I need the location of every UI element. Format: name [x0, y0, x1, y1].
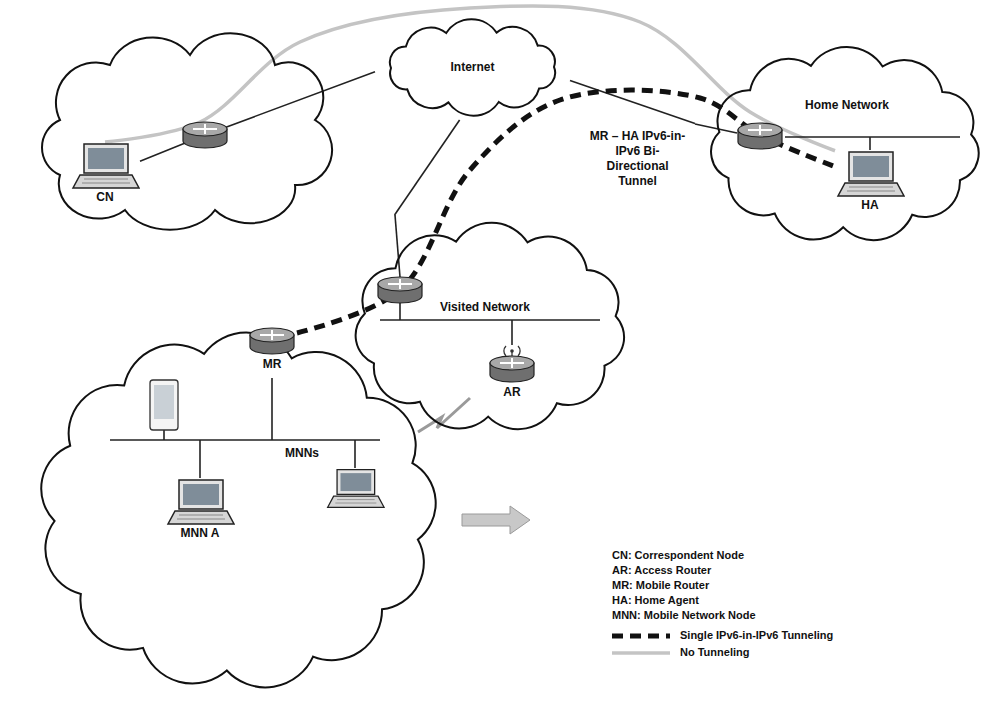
node-label: Home Network: [805, 98, 889, 113]
wire: [869, 137, 871, 150]
legend-sample: [612, 648, 672, 658]
router-icon: [487, 345, 537, 385]
legend-text: CN: Correspondent Node: [612, 548, 744, 563]
lan-bus: [110, 439, 380, 441]
lan-bus: [785, 136, 960, 138]
laptop-icon: [165, 478, 235, 526]
node-label: HA: [835, 198, 905, 213]
router-icon: [378, 277, 422, 303]
legend-row: MNN: Mobile Network Node: [612, 606, 756, 624]
router-node: AR: [487, 345, 537, 400]
edge-label: MR – HA IPv6-in-IPv6 Bi-Directional Tunn…: [585, 128, 690, 190]
laptop-icon: [73, 144, 139, 188]
cloud-outline: [695, 40, 995, 250]
edge-label-box: MR – HA IPv6-in-IPv6 Bi-Directional Tunn…: [585, 128, 690, 190]
wire: [399, 303, 401, 320]
wire: [199, 440, 201, 478]
node-label: Internet: [450, 60, 494, 75]
movement-arrow: [462, 506, 530, 534]
wireless-bolt: [418, 398, 470, 432]
tablet-screen: [154, 385, 174, 419]
network-cloud: [42, 33, 332, 229]
wire: [354, 440, 356, 468]
legend-sample: [612, 631, 672, 641]
legend-row: AR: Access Router: [612, 561, 711, 579]
legend-text: HA: Home Agent: [612, 593, 699, 608]
cloud-outline: [390, 19, 555, 115]
tablet-device: [150, 380, 178, 430]
legend-text: Single IPv6-in-IPv6 Tunneling: [680, 628, 833, 643]
antenna-symbol: [510, 349, 514, 353]
laptop-icon: [70, 142, 140, 190]
cloud-outline: [711, 47, 979, 240]
link-line: [395, 120, 460, 215]
network-cloud: Visited NetworkAR: [340, 215, 640, 440]
node-label: MNN A: [165, 526, 235, 541]
laptop-icon: [835, 150, 905, 198]
router-icon: [183, 122, 227, 148]
legend-text: MNN: Mobile Network Node: [612, 608, 756, 623]
link-line: [105, 6, 835, 151]
legend-sample: [612, 633, 670, 638]
legend-row: CN: Correspondent Node: [612, 546, 744, 564]
node-label: MR: [247, 357, 297, 372]
network-cloud: Home NetworkHA: [695, 40, 995, 250]
node-label: CN: [70, 190, 140, 205]
legend-row: MR: Mobile Router: [612, 576, 709, 594]
node-label: MNNs: [285, 446, 319, 461]
tunnel-line: [297, 90, 835, 333]
link-line: [140, 72, 375, 162]
wire: [511, 320, 513, 345]
router-icon: [250, 328, 294, 354]
legend-row: HA: Home Agent: [612, 591, 699, 609]
legend-text: AR: Access Router: [612, 563, 711, 578]
wire: [271, 378, 273, 440]
node-label: Visited Network: [440, 300, 530, 315]
legend-text: MR: Mobile Router: [612, 578, 709, 593]
host-laptop: CN: [70, 142, 140, 205]
router-node: MR: [247, 325, 297, 372]
cloud-outline: [41, 333, 435, 688]
link-line: [570, 81, 695, 124]
node-label: AR: [487, 385, 537, 400]
cloud-outline: [340, 215, 640, 440]
laptop-icon: [168, 480, 234, 524]
router-icon: [738, 123, 782, 149]
host-laptop: MNN A: [165, 478, 235, 541]
cloud-outline: [25, 322, 450, 700]
network-cloud: Internet: [375, 15, 570, 120]
laptop-icon: [328, 470, 384, 508]
legend-sample: [612, 651, 670, 655]
laptop-icon: [838, 152, 904, 196]
legend-row: Single IPv6-in-IPv6 Tunneling: [612, 626, 833, 644]
router-icon: [247, 325, 297, 357]
network-cloud: MNNs MR MNN A: [25, 322, 450, 700]
host-laptop: HA: [835, 150, 905, 213]
cloud-outline: [356, 223, 624, 429]
antenna-symbol: [504, 346, 520, 356]
router-icon: [490, 356, 534, 382]
lan-bus: [380, 319, 600, 321]
wire: [695, 124, 737, 133]
legend-text: No Tunneling: [680, 645, 749, 660]
legend-row: No Tunneling: [612, 643, 749, 661]
wire: [163, 430, 165, 440]
